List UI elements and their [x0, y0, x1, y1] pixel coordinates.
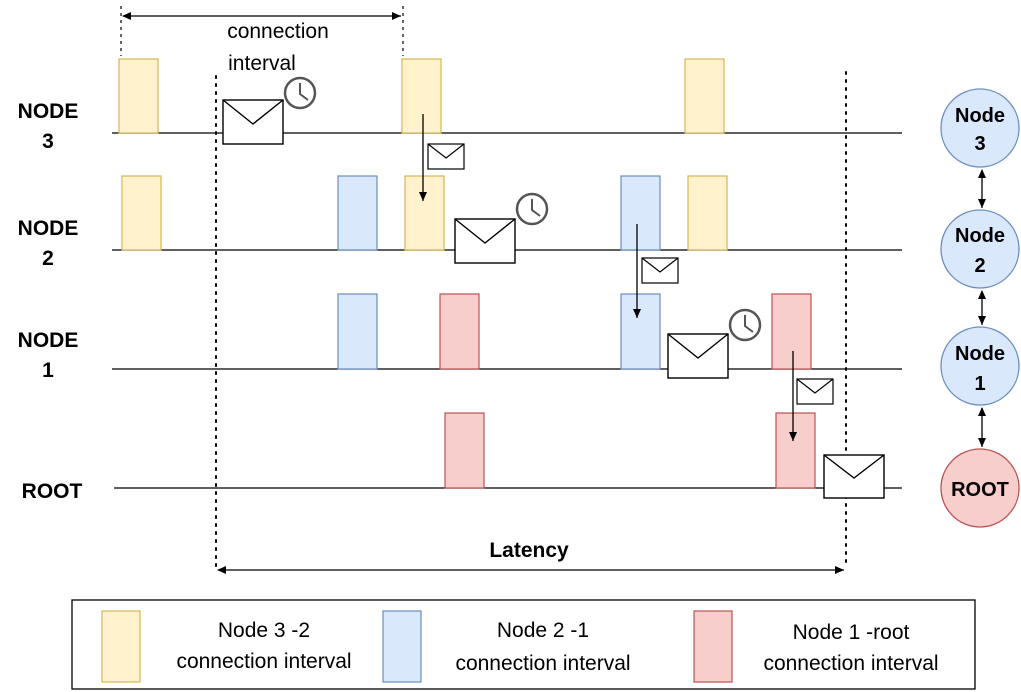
node3-slot-yellow-2 [401, 58, 442, 134]
chain-root-label: ROOT [951, 479, 1009, 501]
interval-label-line2: interval [228, 52, 296, 75]
envelope-icon [222, 99, 284, 145]
chain-node1-label: Node [955, 343, 1005, 365]
row-label-node3: NODE [18, 100, 79, 123]
small-envelope-icon [641, 257, 679, 284]
root-slot-red-1 [444, 412, 485, 489]
clock-icon [728, 308, 762, 342]
legend-swatch-blue [382, 610, 422, 683]
node2-slot-yellow-2 [404, 175, 445, 251]
chain-node1-circle [940, 326, 1020, 406]
node1-slot-red-1 [439, 293, 480, 370]
legend-red-line2: connection interval [763, 652, 938, 675]
legend-yellow-line1: Node 3 -2 [218, 619, 310, 642]
small-envelope-icon [427, 143, 465, 170]
root-slot-red-2 [775, 412, 816, 489]
clock-icon [283, 76, 317, 110]
node2-slot-yellow-1 [121, 175, 162, 251]
row-label-node3-num: 3 [42, 130, 54, 153]
chain-node3-label: Node [955, 105, 1005, 127]
envelope-icon [823, 454, 885, 499]
chain-node3-num: 3 [974, 133, 985, 155]
node2-slot-blue-1 [337, 175, 378, 251]
legend-blue-line1: Node 2 -1 [497, 619, 589, 642]
row-label-node2: NODE [18, 217, 79, 240]
legend-yellow-line2: connection interval [176, 650, 351, 673]
node2-slot-blue-2 [620, 175, 661, 251]
legend-red-line1: Node 1 -root [793, 621, 910, 644]
legend-blue-line2: connection interval [455, 652, 630, 675]
row-label-node2-num: 2 [42, 247, 54, 270]
node1-slot-blue-1 [337, 293, 378, 370]
row-label-node1-num: 1 [42, 359, 54, 382]
row-label-node1: NODE [18, 329, 79, 352]
node2-slot-yellow-3 [687, 175, 728, 251]
node3-slot-yellow-3 [684, 58, 725, 134]
chain-node2-num: 2 [974, 255, 985, 277]
chain-node2-label: Node [955, 225, 1005, 247]
envelope-icon [667, 333, 729, 379]
node3-slot-yellow-1 [118, 58, 159, 134]
row-label-root: ROOT [22, 480, 83, 503]
clock-icon [515, 192, 549, 226]
latency-label: Latency [489, 539, 569, 562]
legend-swatch-red [693, 610, 733, 683]
chain-node1-num: 1 [974, 373, 985, 395]
chain-node3-circle [940, 88, 1020, 168]
legend-box [71, 599, 976, 690]
interval-label-line1: connection [227, 20, 329, 43]
legend-swatch-yellow [101, 610, 141, 683]
envelope-icon [454, 218, 516, 264]
node1-slot-red-2 [771, 293, 812, 370]
node1-slot-blue-2 [620, 293, 661, 370]
chain-node2-circle [940, 209, 1020, 289]
small-envelope-icon [796, 378, 834, 405]
chain-root-circle [940, 448, 1020, 528]
